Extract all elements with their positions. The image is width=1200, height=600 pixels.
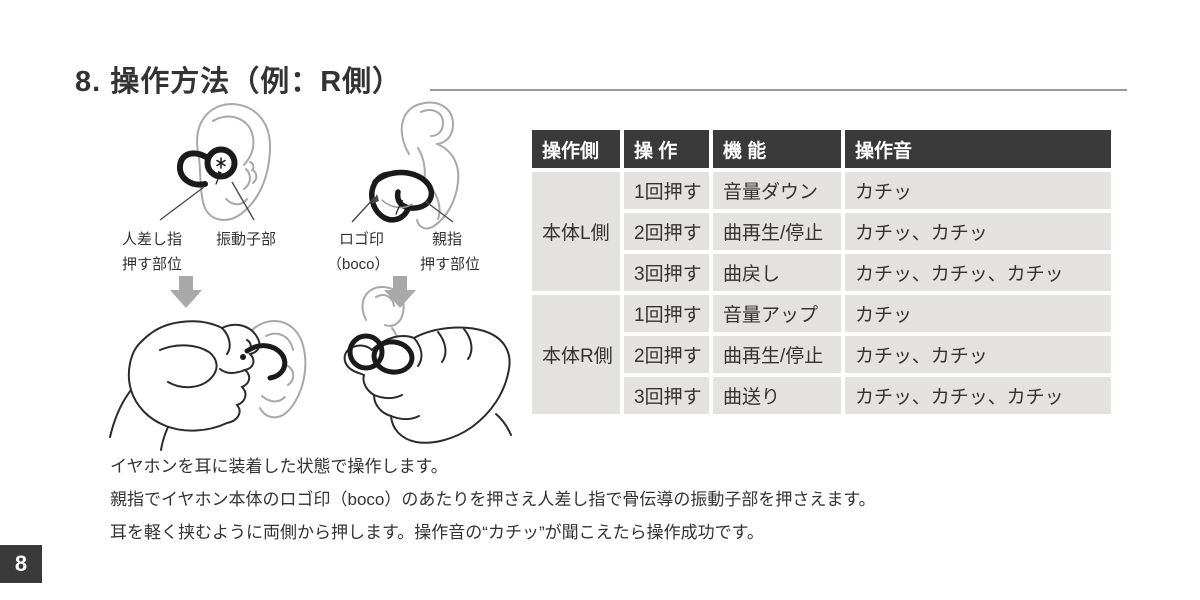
header-function: 機 能 bbox=[713, 130, 841, 168]
cell-sound: カチッ bbox=[845, 295, 1111, 332]
table-row: 3回押す 曲戻し カチッ、カチッ、カチッ bbox=[532, 254, 1111, 291]
cell-function: 音量アップ bbox=[713, 295, 841, 332]
cell-operation: 1回押す bbox=[624, 172, 709, 209]
cell-operation: 3回押す bbox=[624, 377, 709, 414]
cell-sound: カチッ bbox=[845, 172, 1111, 209]
cell-operation: 1回押す bbox=[624, 295, 709, 332]
table-row: 3回押す 曲送り カチッ、カチッ、カチッ bbox=[532, 377, 1111, 414]
hand-pinch-rear-illustration bbox=[343, 285, 512, 444]
operation-table: 操作側 操 作 機 能 操作音 本体L側 1回押す 音量ダウン カチッ 2回押す… bbox=[528, 126, 1115, 418]
cell-operation: 2回押す bbox=[624, 336, 709, 373]
title-underline bbox=[430, 89, 1127, 91]
label-index-finger: 人差し指押す部位 bbox=[122, 231, 183, 273]
down-arrow-icon bbox=[384, 276, 416, 308]
instruction-notes: イヤホンを耳に装着した状態で操作します。 親指でイヤホン本体のロゴ印（boco）… bbox=[110, 450, 876, 549]
cell-sound: カチッ、カチッ、カチッ bbox=[845, 254, 1111, 291]
cell-sound: カチッ、カチッ bbox=[845, 336, 1111, 373]
page-title: 8. 操作方法（例：R側） bbox=[75, 66, 403, 98]
label-thumb: 親指押す部位 bbox=[420, 231, 481, 273]
header-side: 操作側 bbox=[532, 130, 620, 168]
table-row: 2回押す 曲再生/停止 カチッ、カチッ bbox=[532, 336, 1111, 373]
cell-function: 曲再生/停止 bbox=[713, 336, 841, 373]
header-sound: 操作音 bbox=[845, 130, 1111, 168]
cell-operation: 3回押す bbox=[624, 254, 709, 291]
callout-lines-front bbox=[159, 181, 255, 221]
note-line: 耳を軽く挟むように両側から押します。操作音の“カチッ”が聞こえたら操作成功です。 bbox=[110, 523, 764, 542]
cell-function: 曲送り bbox=[713, 377, 841, 414]
page-number-badge: 8 bbox=[0, 545, 42, 583]
logo-mark-icon bbox=[216, 157, 226, 169]
table-row: 本体R側 1回押す 音量アップ カチッ bbox=[532, 295, 1111, 414]
label-logo: ロゴ印（boco） bbox=[327, 231, 390, 273]
cell-function: 曲戻し bbox=[713, 254, 841, 291]
down-arrow-icon bbox=[170, 276, 202, 308]
cell-function: 曲再生/停止 bbox=[713, 213, 841, 250]
table-row: 本体L側 1回押す 音量ダウン カチッ bbox=[532, 172, 1111, 291]
note-line: 親指でイヤホン本体のロゴ印（boco）のあたりを押さえ人差し指で骨伝導の振動子部… bbox=[110, 490, 876, 509]
note-line: イヤホンを耳に装着した状態で操作します。 bbox=[110, 457, 448, 476]
cell-side-right: 本体R側 bbox=[532, 295, 620, 414]
cell-sound: カチッ、カチッ bbox=[845, 213, 1111, 250]
cell-operation: 2回押す bbox=[624, 213, 709, 250]
header-operation: 操 作 bbox=[624, 130, 709, 168]
callout-lines-side bbox=[351, 194, 454, 223]
cell-side-left: 本体L側 bbox=[532, 172, 620, 291]
cell-sound: カチッ、カチッ、カチッ bbox=[845, 377, 1111, 414]
label-transducer: 振動子部 bbox=[216, 231, 277, 248]
table-row: 2回押す 曲再生/停止 カチッ、カチッ bbox=[532, 213, 1111, 250]
hand-pinch-front-illustration bbox=[109, 320, 307, 451]
ear-front-illustration bbox=[196, 102, 272, 221]
earphone-front-icon bbox=[177, 146, 238, 188]
cell-function: 音量ダウン bbox=[713, 172, 841, 209]
table-header-row: 操作側 操 作 機 能 操作音 bbox=[532, 130, 1111, 168]
earphone-side-icon bbox=[369, 169, 435, 223]
